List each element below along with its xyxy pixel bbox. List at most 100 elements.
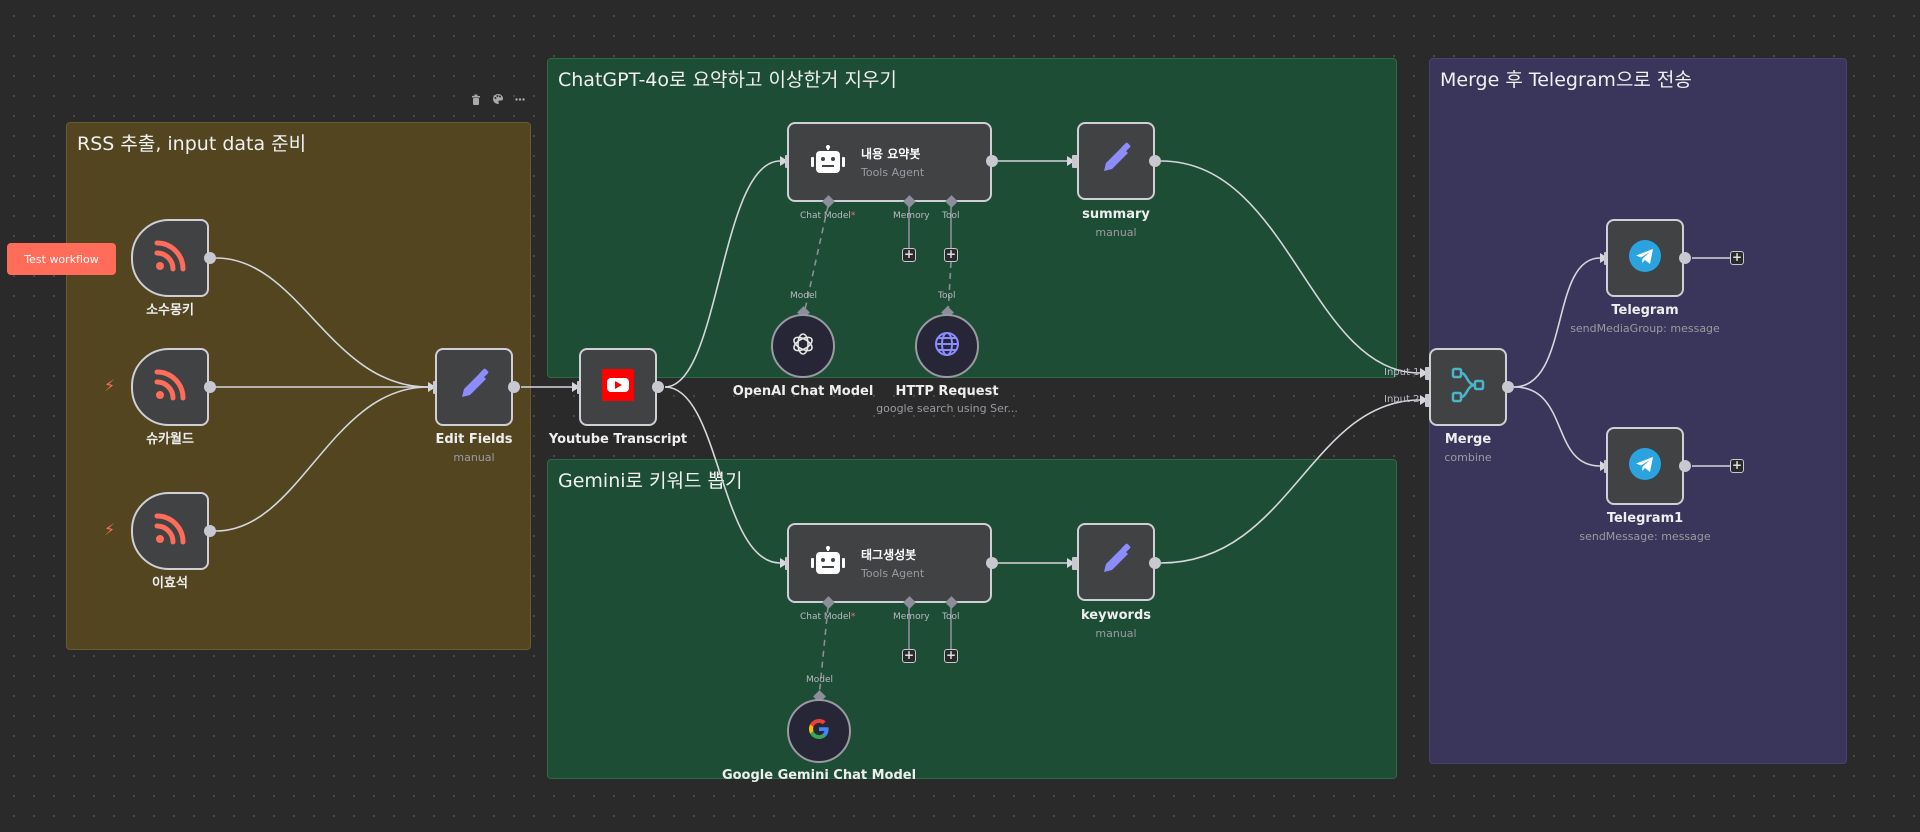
node-telegram1[interactable]: [1606, 427, 1684, 505]
node-label: keywords: [1081, 608, 1151, 623]
output-port[interactable]: [986, 155, 998, 167]
node-label: 소수몽키: [146, 303, 194, 318]
node-merge[interactable]: [1429, 348, 1507, 426]
node-youtube-transcript[interactable]: [579, 348, 657, 426]
globe-icon: [934, 331, 960, 361]
port-label-input2: Input 2: [1384, 394, 1420, 405]
node-subtitle: Tools Agent: [861, 567, 925, 580]
robot-icon: [811, 145, 845, 179]
port-label-tool: Tool: [938, 291, 956, 301]
delete-icon[interactable]: [470, 93, 482, 105]
node-keywords[interactable]: [1077, 523, 1155, 601]
node-label: 이효석: [152, 576, 188, 591]
output-port[interactable]: [508, 381, 520, 393]
node-openai-chat-model[interactable]: [771, 314, 835, 378]
output-port[interactable]: [204, 525, 216, 537]
port-label-chat-model: Chat Model*: [800, 211, 856, 221]
node-label: Google Gemini Chat Model: [721, 768, 917, 783]
node-subtitle: Tools Agent: [861, 166, 925, 179]
node-label: OpenAI Chat Model: [732, 384, 874, 399]
node-label: Telegram1: [1606, 511, 1684, 526]
node-rss-leehyoseok[interactable]: [131, 492, 209, 570]
node-title: 태그생성봇: [861, 548, 917, 562]
port-label-model: Model: [790, 291, 818, 301]
output-port[interactable]: [1502, 381, 1514, 393]
node-edit-fields[interactable]: [435, 348, 513, 426]
openai-icon: [790, 331, 816, 361]
node-label: 슈카월드: [146, 432, 194, 447]
output-port[interactable]: [204, 252, 216, 264]
port-label-memory: Memory: [893, 211, 930, 221]
input-port[interactable]: [1072, 155, 1078, 168]
node-google-gemini-chat-model[interactable]: [787, 699, 851, 763]
input-port-1[interactable]: [1425, 367, 1431, 380]
node-label: Edit Fields: [435, 432, 513, 447]
merge-icon: [1451, 367, 1485, 407]
node-label: Youtube Transcript: [548, 432, 688, 447]
node-agent-tag-bot[interactable]: 태그생성봇 Tools Agent: [787, 523, 992, 603]
palette-icon[interactable]: [492, 93, 504, 105]
output-port[interactable]: [1679, 252, 1691, 264]
node-summary[interactable]: [1077, 122, 1155, 200]
robot-icon: [811, 546, 845, 580]
node-subtitle: google search using Ser...: [876, 402, 1018, 415]
more-icon[interactable]: [514, 93, 526, 105]
input-port-2[interactable]: [1425, 394, 1431, 407]
port-label-model: Model: [806, 675, 834, 685]
node-subtitle: combine: [1444, 451, 1492, 464]
node-label: summary: [1082, 207, 1150, 222]
youtube-icon: [602, 369, 634, 405]
node-agent-summary-bot[interactable]: 내용 요약봇 Tools Agent: [787, 122, 992, 202]
node-subtitle: manual: [1095, 627, 1137, 640]
node-telegram[interactable]: [1606, 219, 1684, 297]
telegram-icon: [1629, 240, 1661, 276]
add-tool-button[interactable]: +: [944, 247, 958, 262]
port-label-tool: Tool: [942, 211, 960, 221]
rss-icon: [153, 239, 187, 277]
add-node-button[interactable]: +: [1730, 250, 1744, 265]
group-title: Gemini로 키워드 뽑기: [558, 470, 743, 492]
rss-icon: [153, 368, 187, 406]
node-http-request[interactable]: [915, 314, 979, 378]
port-label-chat-model: Chat Model*: [800, 612, 856, 622]
trigger-bolt-icon: ⚡: [104, 376, 116, 395]
group-gemini[interactable]: Gemini로 키워드 뽑기: [547, 459, 1397, 779]
group-toolbar: [470, 93, 526, 105]
node-title: 내용 요약봇: [861, 147, 921, 161]
port-label-input1: Input 1: [1384, 367, 1420, 378]
port-label-tool: Tool: [942, 612, 960, 622]
input-port[interactable]: [1072, 557, 1078, 570]
output-port[interactable]: [1679, 460, 1691, 472]
trigger-bolt-icon: ⚡: [104, 520, 116, 539]
node-label: Telegram: [1611, 303, 1679, 318]
pencil-icon: [1098, 141, 1134, 181]
rss-icon: [153, 512, 187, 550]
output-port[interactable]: [986, 557, 998, 569]
group-title: RSS 추출, input data 준비: [77, 133, 307, 155]
add-memory-button[interactable]: +: [902, 648, 916, 663]
pencil-icon: [456, 367, 492, 407]
node-rss-sosumonkey[interactable]: [131, 219, 209, 297]
node-subtitle: manual: [453, 451, 495, 464]
test-workflow-button[interactable]: Test workflow: [7, 243, 116, 275]
group-title: Merge 후 Telegram으로 전송: [1440, 69, 1692, 91]
add-memory-button[interactable]: +: [902, 247, 916, 262]
pencil-icon: [1098, 542, 1134, 582]
add-node-button[interactable]: +: [1730, 458, 1744, 473]
output-port[interactable]: [652, 381, 664, 393]
node-label: HTTP Request: [895, 384, 999, 399]
output-port[interactable]: [1149, 155, 1161, 167]
add-tool-button[interactable]: +: [944, 648, 958, 663]
port-label-memory: Memory: [893, 612, 930, 622]
group-title: ChatGPT-4o로 요약하고 이상한거 지우기: [558, 69, 897, 91]
output-port[interactable]: [1149, 557, 1161, 569]
telegram-icon: [1629, 448, 1661, 484]
node-subtitle: manual: [1095, 226, 1137, 239]
output-port[interactable]: [204, 381, 216, 393]
node-label: Merge: [1444, 432, 1492, 447]
node-subtitle: sendMessage: message: [1579, 530, 1711, 543]
node-rss-syukaworld[interactable]: [131, 348, 209, 426]
node-subtitle: sendMediaGroup: message: [1570, 322, 1720, 335]
google-icon: [807, 717, 831, 745]
